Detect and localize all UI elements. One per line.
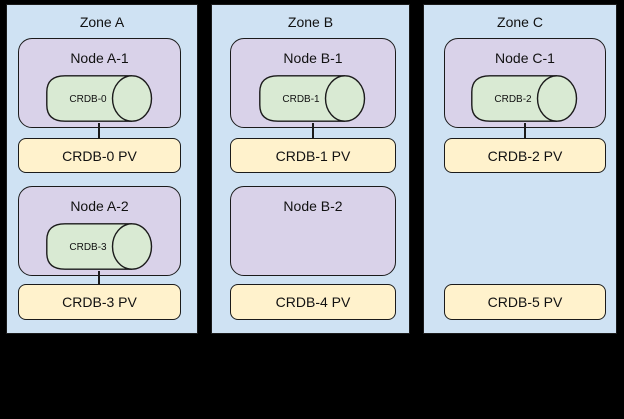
zone-a: Zone A Node A-1 CRDB-0 CRDB-0 PV Node A-… xyxy=(6,4,198,334)
pv-label: CRDB-0 PV xyxy=(62,147,137,164)
zone-b: Zone B Node B-1 CRDB-1 CRDB-1 PV Node B-… xyxy=(211,4,410,334)
node-a-2: Node A-2 CRDB-3 xyxy=(18,186,181,276)
pv-label: CRDB-3 PV xyxy=(62,294,137,310)
pod-label: CRDB-2 xyxy=(494,94,532,105)
zone-c: Zone C Node C-1 CRDB-2 CRDB-2 PV CRDB-5 … xyxy=(423,4,617,334)
pv-label: CRDB-2 PV xyxy=(487,147,563,164)
node-a-1: Node A-1 CRDB-0 xyxy=(18,38,181,128)
node-title: Node B-1 xyxy=(283,50,343,66)
pod-label: CRDB-1 xyxy=(282,94,320,105)
pv-crdb-2: CRDB-2 PV xyxy=(444,138,606,173)
node-c-1: Node C-1 CRDB-2 xyxy=(444,38,606,128)
pod-pv-connector-line xyxy=(312,123,314,138)
pv-crdb-5: CRDB-5 PV xyxy=(444,284,606,320)
crdb-pod-cylinder-icon: CRDB-3 xyxy=(45,223,152,270)
pv-crdb-1: CRDB-1 PV xyxy=(230,138,396,173)
crdb-pod-cylinder-icon: CRDB-2 xyxy=(471,75,578,122)
node-title: Node B-2 xyxy=(283,198,343,214)
zone-title: Zone C xyxy=(497,14,543,30)
node-b-2: Node B-2 xyxy=(230,186,396,276)
pod-pv-connector-line xyxy=(524,123,526,138)
node-title: Node C-1 xyxy=(495,50,555,66)
node-b-1: Node B-1 CRDB-1 xyxy=(230,38,396,128)
pod-label: CRDB-3 xyxy=(69,242,107,253)
crdb-pod-cylinder-icon: CRDB-1 xyxy=(259,75,366,122)
pv-crdb-0: CRDB-0 PV xyxy=(18,138,181,173)
pv-label: CRDB-5 PV xyxy=(487,294,563,310)
pv-crdb-3: CRDB-3 PV xyxy=(18,284,181,320)
pod-label: CRDB-0 xyxy=(69,94,107,105)
node-title: Node A-1 xyxy=(70,50,129,66)
zone-title: Zone B xyxy=(287,14,334,30)
pv-crdb-4: CRDB-4 PV xyxy=(230,284,396,320)
node-title: Node A-2 xyxy=(70,198,129,214)
zone-title: Zone A xyxy=(79,14,125,30)
pv-label: CRDB-1 PV xyxy=(275,147,351,164)
crdb-pod-cylinder-icon: CRDB-0 xyxy=(45,75,152,122)
pv-label: CRDB-4 PV xyxy=(275,294,351,310)
pod-pv-connector-line xyxy=(98,271,100,285)
pod-pv-connector-line xyxy=(98,123,100,138)
